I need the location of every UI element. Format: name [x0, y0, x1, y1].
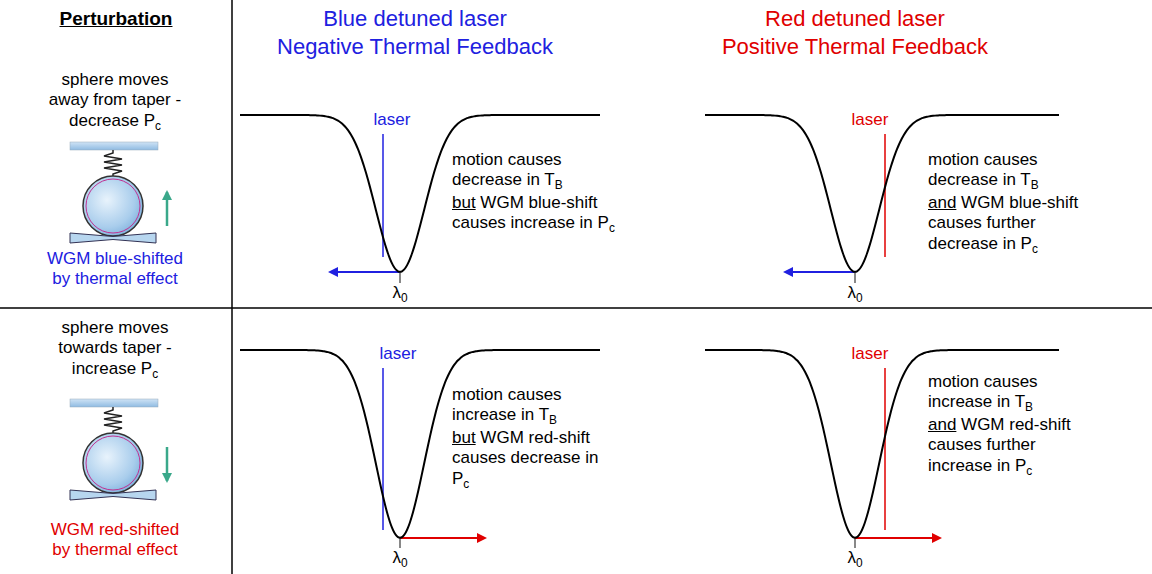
- wavelength-label: λ0: [380, 283, 420, 303]
- column-heading: Red detuned laser: [655, 6, 1055, 32]
- effect-note: motion causes decrease in TB: [928, 150, 1088, 191]
- column-heading: Perturbation: [10, 8, 222, 31]
- shift-arrow: [785, 271, 855, 273]
- laser-label: laser: [362, 110, 422, 130]
- shift-arrow: [330, 271, 400, 273]
- row-divider: [0, 307, 1152, 309]
- wavelength-tick: [399, 538, 401, 548]
- shift-note: WGM blue-shifted by thermal effect: [38, 249, 192, 290]
- laser-label: laser: [840, 110, 900, 130]
- column-heading: Blue detuned laser: [215, 6, 615, 32]
- perturbation-note: sphere moves away from taper - decrease …: [40, 70, 190, 131]
- laser-label: laser: [840, 344, 900, 364]
- effect-note: but WGM red-shift causes decrease in Pc: [452, 428, 617, 489]
- effect-note: and WGM red-shift causes further increas…: [928, 415, 1088, 476]
- shift-note: WGM red-shifted by thermal effect: [40, 520, 190, 561]
- effect-note: but WGM blue-shift causes increase in Pc: [452, 193, 617, 234]
- laser-line: [884, 368, 886, 530]
- shift-arrow: [855, 537, 940, 539]
- column-heading: Negative Thermal Feedback: [215, 34, 615, 60]
- wavelength-tick: [399, 272, 401, 283]
- shift-arrow: [400, 537, 485, 539]
- wavelength-label: λ0: [835, 283, 875, 303]
- wavelength-tick: [854, 538, 856, 548]
- laser-line: [382, 368, 384, 530]
- laser-label: laser: [368, 344, 428, 364]
- column-heading: Positive Thermal Feedback: [655, 34, 1055, 60]
- sphere-taper-figure: [70, 399, 167, 500]
- column-divider: [231, 0, 233, 574]
- effect-note: motion causes decrease in TB: [452, 150, 617, 191]
- perturbation-note: sphere moves towards taper - increase Pc: [40, 318, 190, 379]
- effect-note: and WGM blue-shift causes further decrea…: [928, 193, 1088, 254]
- wavelength-tick: [854, 272, 856, 283]
- sphere-taper-figure: [70, 142, 167, 243]
- wavelength-label: λ0: [835, 548, 875, 568]
- effect-note: motion causes increase in TB: [452, 385, 617, 426]
- laser-line: [884, 134, 886, 257]
- wavelength-label: λ0: [380, 548, 420, 568]
- effect-note: motion causes increase in TB: [928, 372, 1088, 413]
